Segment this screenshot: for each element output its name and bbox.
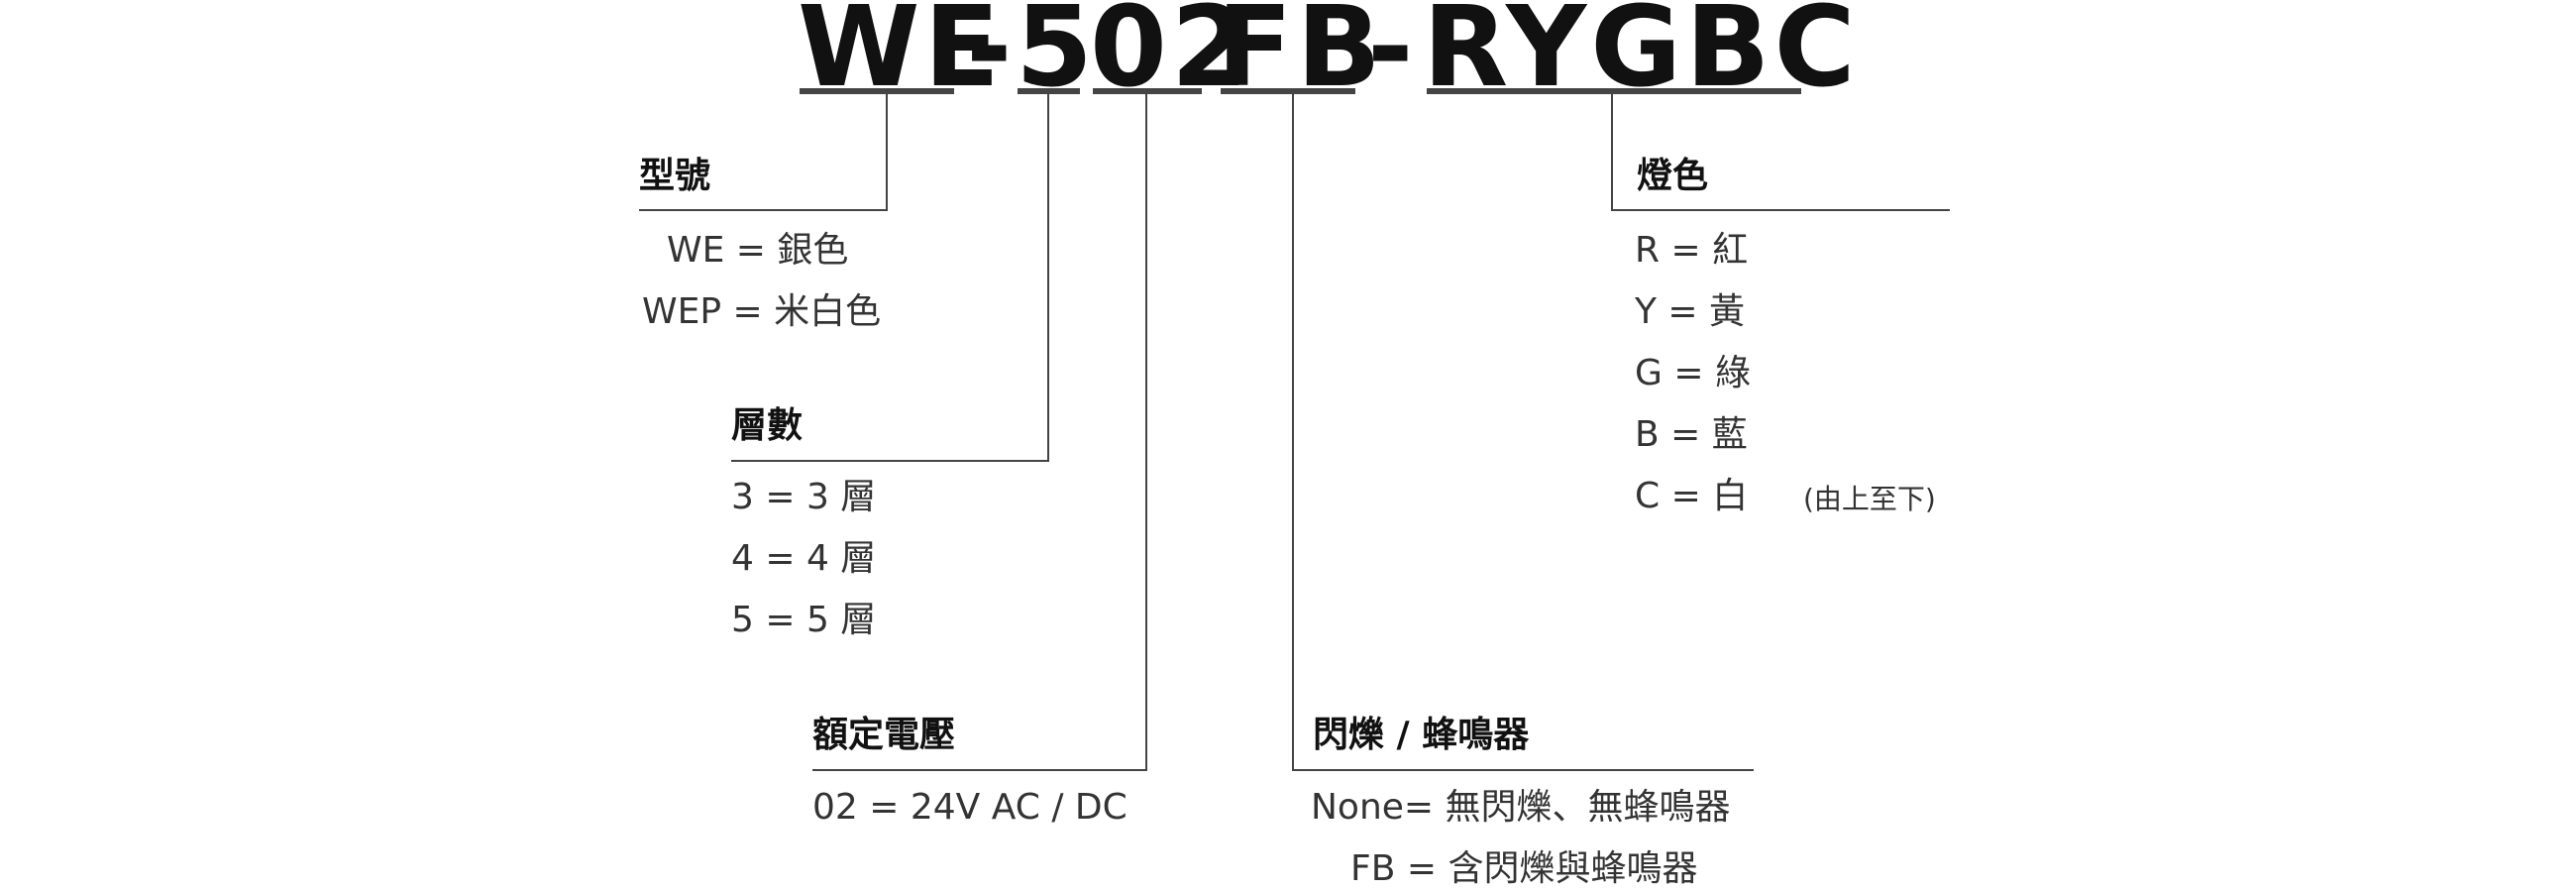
light-row-c: C = 白 (1635, 476, 1749, 516)
flash-row-fb: FB = 含閃爍與蜂鳴器 (1350, 848, 1698, 889)
code-flash: FB (1217, 0, 1385, 112)
leader-tiers (731, 94, 1049, 462)
model-title: 型號 (639, 156, 711, 196)
code-dash-2: - (1367, 0, 1418, 112)
tiers-row-3: 3 = 3 層 (731, 477, 877, 517)
leader-flash (1292, 94, 1754, 771)
flash-row-none: None= 無閃爍、無蜂鳴器 (1311, 787, 1731, 828)
code-tiers: 5 (1016, 0, 1097, 112)
voltage-title: 額定電壓 (812, 715, 956, 755)
light-row-y: Y = 黃 (1635, 291, 1746, 332)
code-voltage: 02 (1090, 0, 1252, 112)
leader-light (1611, 94, 1950, 211)
tiers-row-5: 5 = 5 層 (731, 600, 877, 640)
voltage-row-02: 02 = 24V AC / DC (812, 787, 1127, 828)
code-series: WE (798, 0, 1005, 112)
code-colors: RYGBC (1423, 0, 1860, 112)
light-row-b: B = 藍 (1635, 414, 1748, 455)
leader-model (639, 94, 888, 211)
tiers-row-4: 4 = 4 層 (731, 538, 877, 579)
model-row-we: WE = 銀色 (667, 230, 849, 271)
light-order-note: (由上至下) (1803, 483, 1936, 515)
light-row-g: G = 綠 (1635, 353, 1751, 393)
light-title: 燈色 (1637, 156, 1709, 196)
light-row-r: R = 紅 (1635, 230, 1749, 271)
leader-voltage (812, 94, 1147, 771)
model-row-wep: WEP = 米白色 (642, 291, 882, 332)
flash-title: 閃爍 / 蜂鳴器 (1313, 715, 1530, 755)
code-dash-1: - (966, 0, 1017, 112)
tiers-title: 層數 (731, 405, 804, 446)
